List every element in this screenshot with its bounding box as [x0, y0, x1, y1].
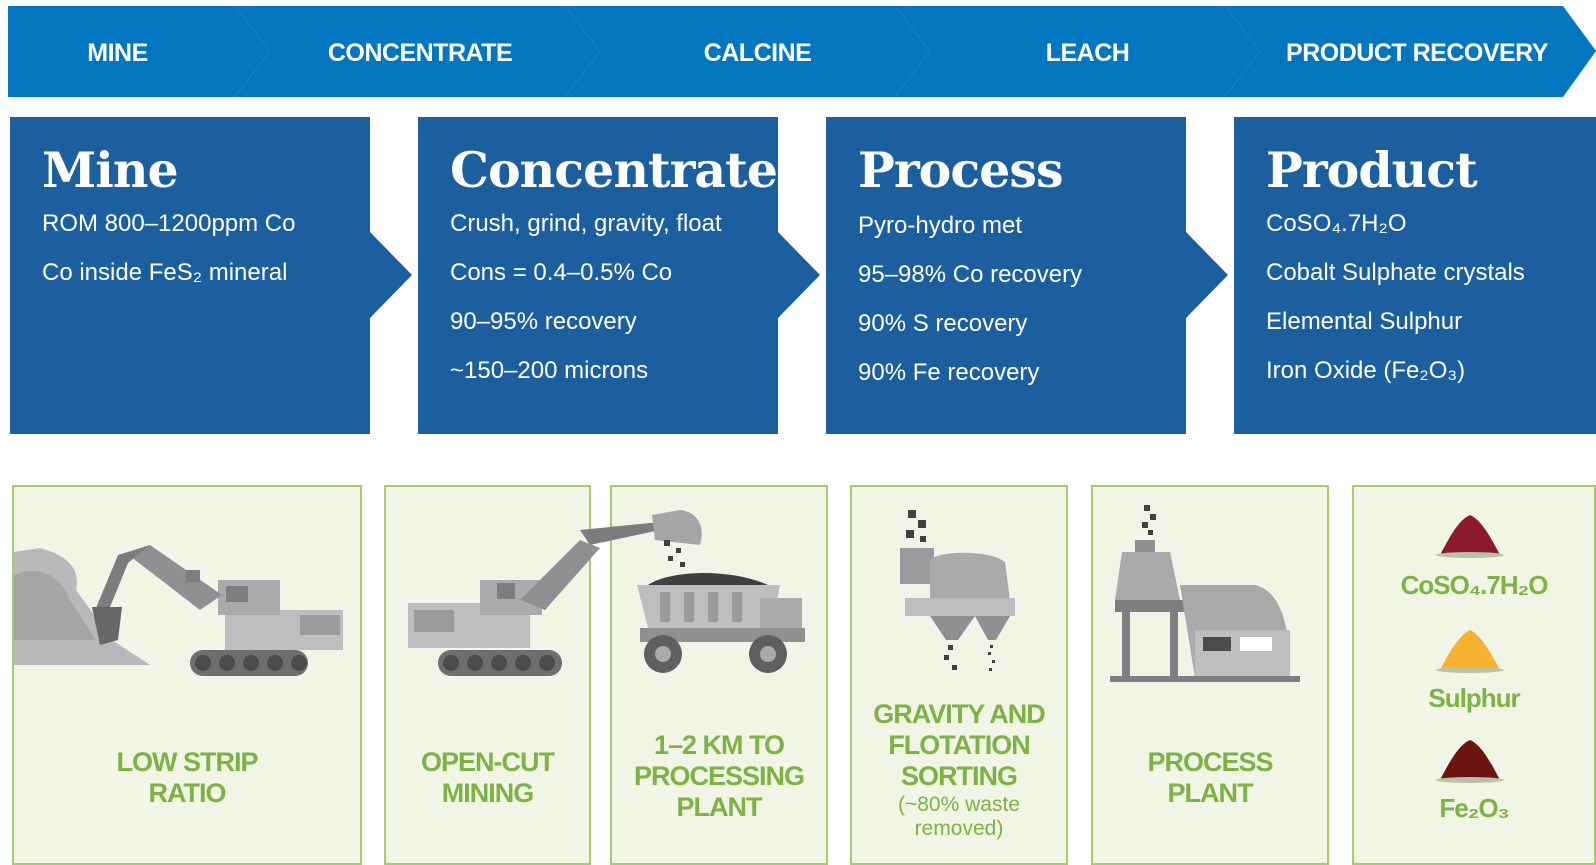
card-label-line: PROCESS [1147, 747, 1273, 777]
stage-line: Crush, grind, gravity, float [450, 210, 722, 237]
stage-arrow-icon [778, 232, 820, 318]
stage-line: ~150–200 microns [450, 357, 649, 384]
stage-line: ROM 800–1200ppm Co [42, 210, 296, 237]
card-processing-plant-distance: 1–2 KM TO PROCESSING PLANT [610, 485, 828, 865]
stage-box-product: Product CoSO₄.7H₂O Cobalt Sulphate cryst… [1234, 117, 1596, 434]
stage-line: Iron Oxide (Fe₂O₃) [1266, 357, 1466, 384]
card-label-line: PLANT [676, 792, 763, 822]
card-label-line: RATIO [148, 778, 227, 808]
stage-title-process: Process [858, 141, 1064, 199]
stage-line: Cons = 0.4–0.5% Co [450, 259, 673, 286]
stage-line: 90–95% recovery [450, 308, 637, 335]
card-open-cut-mining: OPEN-CUT MINING [384, 485, 591, 865]
card-label-line: PLANT [1167, 778, 1254, 808]
product-label-cobalt-sulphate: CoSO₄.7H₂O [1400, 570, 1549, 600]
card-label-line: MINING [441, 778, 535, 808]
card-sub-line: removed) [914, 817, 1004, 840]
stage-box-process: Process Pyro-hydro met 95–98% Co recover… [826, 117, 1186, 434]
card-label-line: 1–2 KM TO [653, 730, 785, 760]
chevron-product-recovery [1225, 6, 1596, 97]
card-label-line: FLOTATION [888, 730, 1030, 760]
chevron-label-mine: MINE [87, 39, 148, 67]
chevron-label-product-recovery: PRODUCT RECOVERY [1286, 39, 1548, 67]
chevron-label-concentrate: CONCENTRATE [327, 39, 513, 67]
chevron-calcine [565, 6, 930, 97]
stage-line: Co inside FeS₂ mineral [42, 259, 288, 286]
stage-arrow-icon [1186, 232, 1228, 318]
chevron-mine [8, 6, 270, 97]
stage-title-concentrate: Concentrate [450, 141, 778, 199]
card-gravity-flotation: GRAVITY AND FLOTATION SORTING (~80% wast… [850, 485, 1068, 865]
card-process-plant: PROCESS PLANT [1091, 485, 1329, 865]
process-chevron-bar [8, 6, 1596, 97]
card-low-strip-ratio: LOW STRIP RATIO [12, 485, 362, 865]
product-label-sulphur: Sulphur [1428, 683, 1520, 713]
stage-line: 90% Fe recovery [858, 359, 1040, 386]
card-label-line: OPEN-CUT [421, 747, 555, 777]
chevron-leach [895, 6, 1260, 97]
card-sub-line: (~80% waste [898, 793, 1020, 816]
card-label-line: GRAVITY AND [873, 699, 1046, 729]
stage-line: Cobalt Sulphate crystals [1266, 259, 1525, 286]
chevron-label-leach: LEACH [1045, 39, 1130, 67]
stage-line: 90% S recovery [858, 310, 1028, 337]
stage-arrow-icon [370, 232, 412, 318]
stage-line: CoSO₄.7H₂O [1266, 210, 1407, 237]
card-products: CoSO₄.7H₂O Sulphur Fe₂O₃ [1352, 485, 1596, 865]
card-label-line: PROCESSING [633, 761, 805, 791]
card-label-line: LOW STRIP [116, 747, 259, 777]
stage-line: Elemental Sulphur [1266, 308, 1463, 335]
stage-title-product: Product [1266, 141, 1478, 199]
stage-box-concentrate: Concentrate Crush, grind, gravity, float… [418, 117, 778, 434]
chevron-concentrate [235, 6, 600, 97]
product-label-iron-oxide: Fe₂O₃ [1439, 793, 1509, 823]
stage-box-mine: Mine ROM 800–1200ppm Co Co inside FeS₂ m… [10, 117, 370, 434]
card-label-line: SORTING [900, 761, 1018, 791]
stage-line: Pyro-hydro met [858, 212, 1023, 239]
stage-title-mine: Mine [42, 141, 179, 199]
chevron-label-calcine: CALCINE [703, 39, 812, 67]
stage-line: 95–98% Co recovery [858, 261, 1083, 288]
